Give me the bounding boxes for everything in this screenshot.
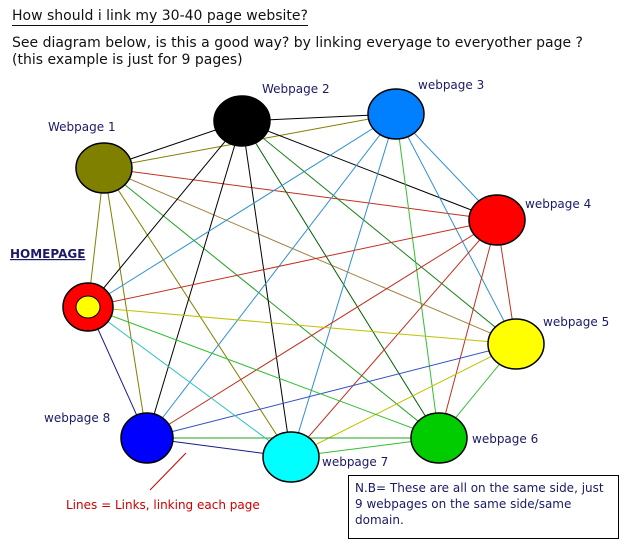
- question-line-1: See diagram below, is this a good way? b…: [12, 35, 583, 51]
- link-line-webpage2-webpage8: [146, 120, 243, 439]
- webpage4-label: webpage 4: [525, 197, 591, 211]
- webpage6-label: webpage 6: [472, 432, 538, 446]
- question-line-2: (this example is just for 9 pages): [12, 52, 243, 68]
- homepage-inner-node: [75, 295, 101, 319]
- webpage5-node: [487, 318, 545, 370]
- link-line-webpage2-homepage: [87, 120, 243, 308]
- webpage8-label: webpage 8: [44, 411, 110, 425]
- link-line-webpage5-webpage8: [146, 343, 517, 439]
- link-line-webpage1-webpage4: [103, 167, 498, 221]
- webpage7-node: [262, 431, 320, 483]
- page-labels: Webpage 1 Webpage 2 webpage 3 webpage 4 webp…: [44, 78, 609, 469]
- webpage4-node: [468, 194, 526, 246]
- webpage1-node: [75, 142, 133, 194]
- webpage1-label: Webpage 1: [48, 120, 116, 134]
- webpage3-label: webpage 3: [418, 78, 484, 92]
- link-line-webpage4-webpage8: [146, 219, 498, 439]
- page-title: How should i link my 30-40 page website?: [12, 8, 308, 26]
- webpage2-label: Webpage 2: [262, 82, 330, 96]
- link-line-webpage2-webpage4: [241, 120, 498, 221]
- webpage6-node: [410, 412, 468, 464]
- link-line-webpage2-webpage5: [241, 120, 517, 345]
- webpage3-node: [367, 88, 425, 140]
- link-line-webpage5-homepage: [87, 306, 517, 345]
- link-lines: [87, 113, 517, 458]
- nb-note: N.B= These are all on the same side, jus…: [348, 475, 619, 539]
- link-line-webpage4-webpage7: [290, 219, 498, 458]
- link-line-webpage4-homepage: [87, 219, 498, 308]
- links-note: Lines = Links, linking each page: [66, 498, 260, 512]
- webpage7-label: webpage 7: [322, 455, 388, 469]
- webpage8-node: [120, 412, 174, 464]
- link-line-webpage3-webpage6: [395, 113, 440, 439]
- page-nodes: [62, 88, 545, 483]
- webpage2-node: [213, 95, 271, 147]
- link-line-webpage2-webpage6: [241, 120, 440, 439]
- link-line-webpage1-webpage5: [103, 167, 517, 345]
- homepage-label: HOMEPAGE: [10, 247, 85, 261]
- link-line-webpage2-webpage7: [241, 120, 292, 458]
- link-line-webpage1-webpage8: [103, 167, 148, 439]
- link-line-webpage3-webpage7: [290, 113, 397, 458]
- link-line-webpage4-webpage6: [438, 219, 498, 439]
- link-line-webpage7-homepage: [87, 306, 292, 458]
- link-line-webpage1-webpage7: [103, 167, 292, 458]
- links-note-pointer: [149, 452, 187, 491]
- link-line-webpage3-webpage8: [146, 113, 397, 439]
- link-line-webpage6-homepage: [87, 306, 440, 439]
- webpage5-label: webpage 5: [543, 315, 609, 329]
- link-line-webpage3-homepage: [87, 113, 397, 308]
- link-line-webpage1-webpage6: [103, 167, 440, 439]
